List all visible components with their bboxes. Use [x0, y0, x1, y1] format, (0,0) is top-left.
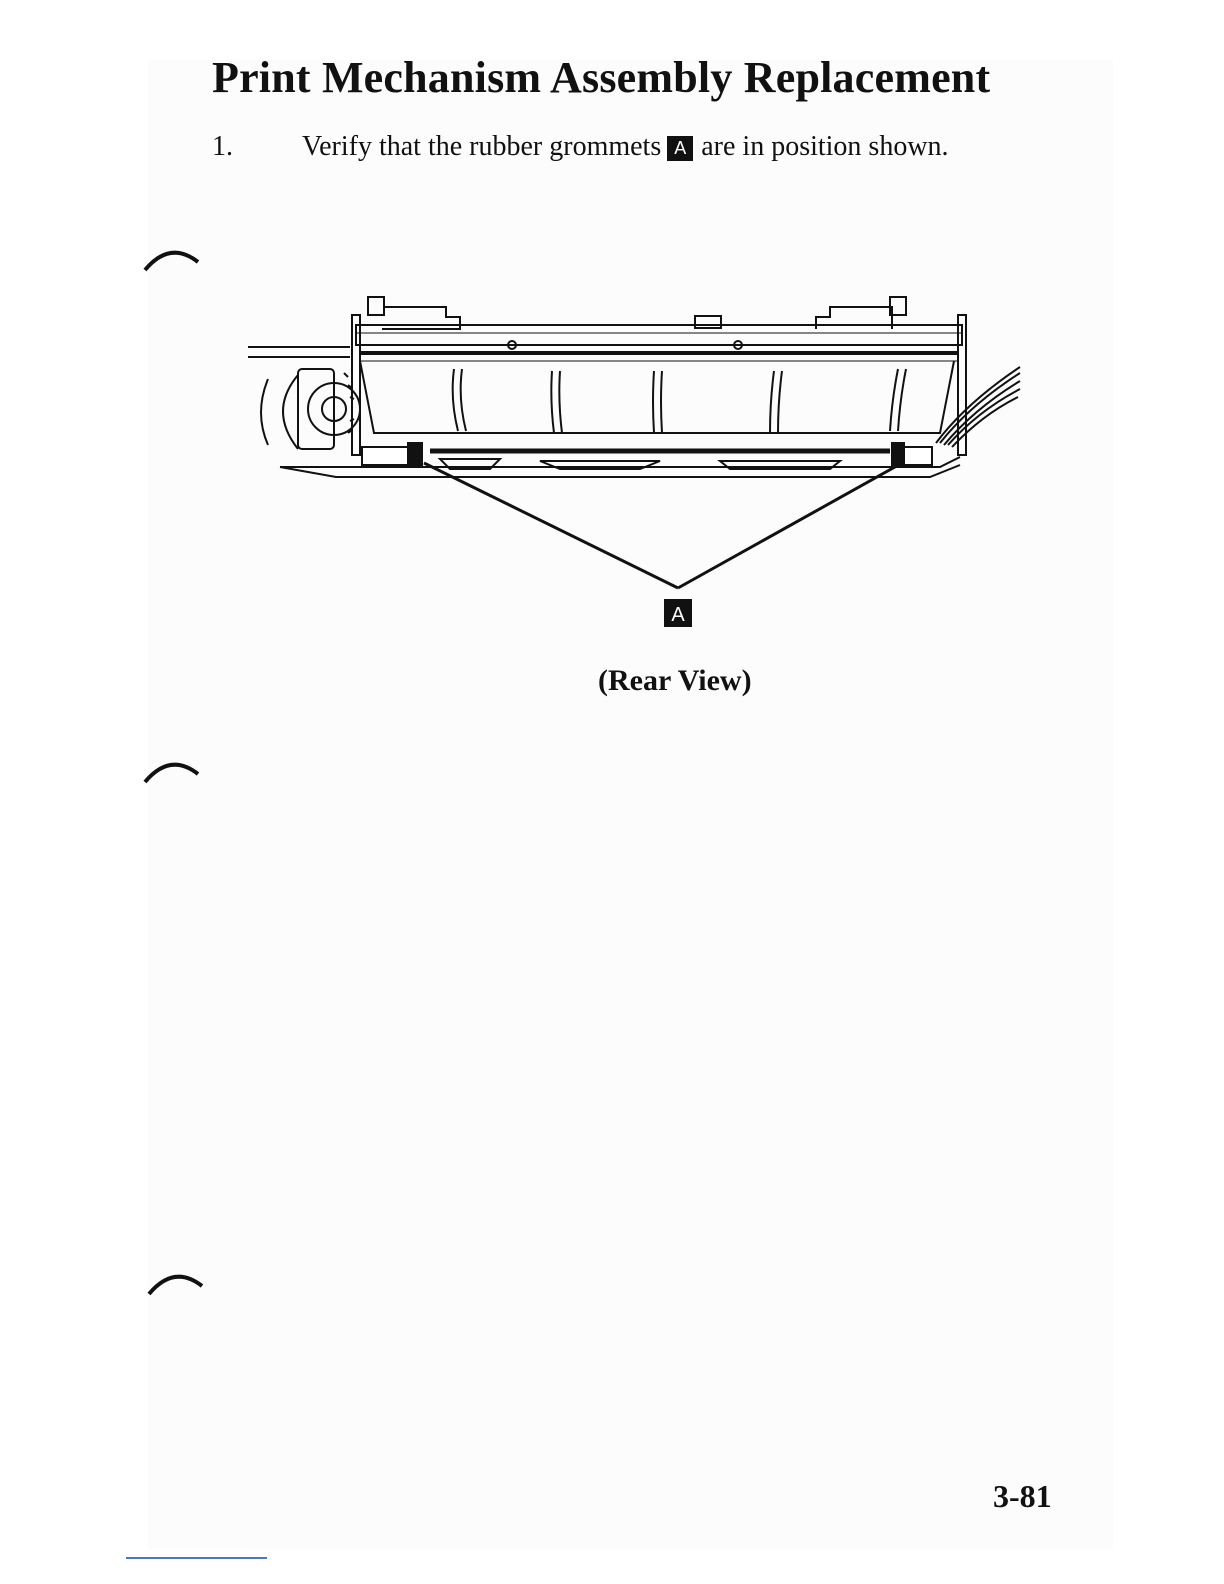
footer-rule	[126, 1557, 267, 1559]
binder-hole-mark-2	[140, 752, 210, 792]
callout-badge-figure-label: A	[671, 604, 685, 626]
callout-badge-inline: A	[667, 136, 693, 161]
step-text-after: are in position shown.	[701, 131, 948, 162]
page-background	[148, 60, 1113, 1550]
binder-hole-mark-3	[144, 1264, 214, 1304]
binder-hole-mark-1	[140, 240, 210, 280]
figure-caption: (Rear View)	[598, 664, 752, 698]
page-title: Print Mechanism Assembly Replacement	[212, 52, 990, 103]
print-mechanism-illustration: A	[240, 285, 1040, 645]
step-text-before: Verify that the rubber grommets	[302, 131, 661, 162]
step-number: 1.	[212, 131, 233, 163]
page-number: 3-81	[993, 1478, 1052, 1515]
